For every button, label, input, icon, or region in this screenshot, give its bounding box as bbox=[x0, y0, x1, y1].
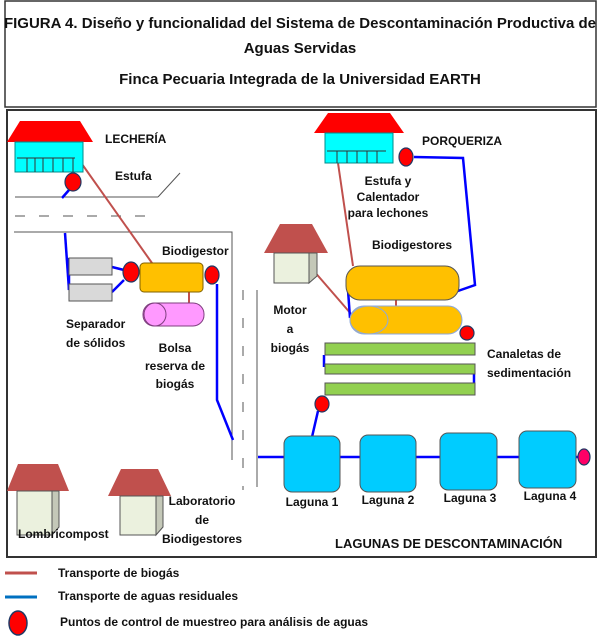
sampling-point-icon bbox=[398, 147, 414, 167]
title-line-3: Finca Pecuaria Integrada de la Universid… bbox=[119, 71, 481, 88]
label-motor-1: Motor bbox=[273, 303, 307, 317]
label-canaletas-1: Canaletas de bbox=[487, 347, 561, 361]
legend-sampling-point-icon bbox=[8, 610, 28, 636]
road bbox=[14, 172, 258, 490]
sampling-point-icon bbox=[577, 448, 591, 466]
laguna-3 bbox=[439, 432, 498, 491]
biogas-lines bbox=[76, 156, 397, 316]
solids-separator-1 bbox=[68, 257, 113, 276]
title-line-2: Aguas Servidas bbox=[244, 40, 357, 57]
label-motor-3: biogás bbox=[271, 341, 310, 355]
label-separador-1: Separador bbox=[66, 317, 126, 331]
label-laboratorio-1: Laboratorio bbox=[169, 494, 236, 508]
label-lagunas-title: LAGUNAS DE DESCONTAMINACIÓN bbox=[335, 536, 562, 551]
label-lecheria: LECHERÍA bbox=[105, 131, 167, 146]
label-laboratorio-2: de bbox=[195, 513, 209, 527]
sampling-point-icon bbox=[122, 261, 140, 283]
label-bolsa-3: biogás bbox=[156, 377, 195, 391]
solids-separator-2 bbox=[68, 283, 113, 302]
porqueriza-building bbox=[314, 113, 404, 164]
label-estufa: Estufa bbox=[115, 169, 152, 183]
sedimentation-channel-2 bbox=[324, 363, 476, 375]
label-estufa-calentador-1: Estufa y bbox=[365, 174, 412, 188]
sedimentation-channel-1 bbox=[324, 342, 476, 356]
label-laguna-2: Laguna 2 bbox=[362, 493, 415, 507]
label-laboratorio-3: Biodigestores bbox=[162, 532, 242, 546]
label-lombricompost: Lombricompost bbox=[18, 527, 109, 541]
laguna-1 bbox=[283, 435, 341, 493]
laguna-4 bbox=[518, 430, 577, 489]
gas-bag bbox=[142, 302, 205, 327]
sampling-point-icon bbox=[314, 395, 330, 413]
lombricompost-house bbox=[7, 464, 69, 537]
legend-water-label: Transporte de aguas residuales bbox=[58, 589, 238, 603]
motor-house bbox=[264, 224, 328, 285]
legend-biogas-label: Transporte de biogás bbox=[58, 566, 180, 580]
label-estufa-calentador-2: Calentador bbox=[357, 190, 420, 204]
label-bolsa-1: Bolsa bbox=[159, 341, 192, 355]
sampling-point-icon bbox=[204, 265, 220, 285]
label-biodigestor: Biodigestor bbox=[162, 244, 229, 258]
biodigestor-lower bbox=[349, 305, 463, 335]
laboratorio-house bbox=[108, 469, 171, 537]
label-separador-2: de sólidos bbox=[66, 336, 126, 350]
sampling-point-icon bbox=[459, 325, 475, 341]
label-bolsa-2: reserva de bbox=[145, 359, 205, 373]
label-motor-2: a bbox=[287, 322, 294, 336]
title-box bbox=[4, 0, 597, 108]
label-porqueriza: PORQUERIZA bbox=[422, 134, 502, 148]
sampling-points bbox=[64, 147, 591, 466]
label-laguna-1: Laguna 1 bbox=[286, 495, 339, 509]
biodigestor-upper bbox=[345, 265, 460, 301]
sampling-point-icon bbox=[64, 172, 82, 192]
label-laguna-4: Laguna 4 bbox=[524, 489, 577, 503]
lecheria-building bbox=[7, 121, 93, 173]
label-canaletas-2: sedimentación bbox=[487, 366, 571, 380]
label-laguna-3: Laguna 3 bbox=[444, 491, 497, 505]
laguna-2 bbox=[359, 434, 417, 493]
title-line-1: FIGURA 4. Diseño y funcionalidad del Sis… bbox=[4, 15, 596, 32]
label-estufa-calentador-3: para lechones bbox=[348, 206, 429, 220]
sedimentation-channel-3 bbox=[324, 382, 476, 396]
biodigestor bbox=[139, 262, 204, 293]
label-biodigestores: Biodigestores bbox=[372, 238, 452, 252]
legend-sampling-label: Puntos de control de muestreo para análi… bbox=[60, 615, 368, 629]
